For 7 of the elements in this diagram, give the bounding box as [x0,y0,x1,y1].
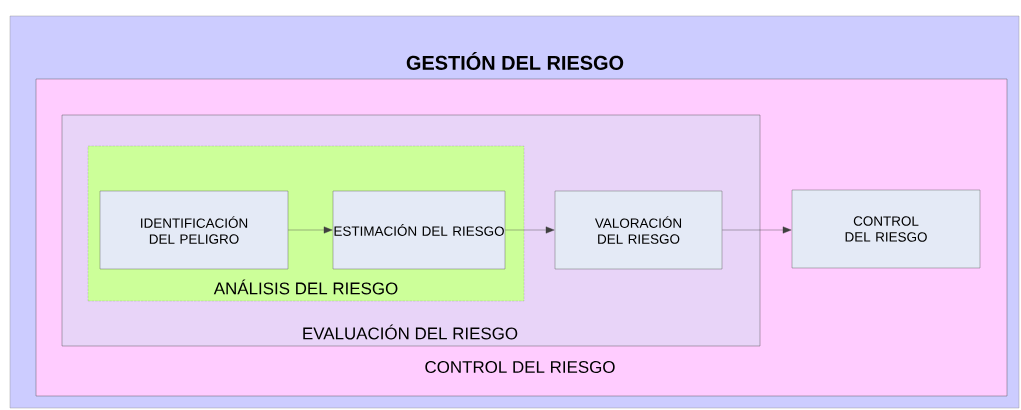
arrow [288,226,333,234]
process-box: CONTROL DEL RIESGO [791,189,981,269]
process-box: VALORACIÓN DEL RIESGO [554,190,723,270]
arrow [722,226,792,234]
process-box: ESTIMACIÓN DEL RIESGO [332,190,506,270]
arrow [505,226,555,234]
process-box: IDENTIFICACIÓN DEL PELIGRO [99,190,289,270]
